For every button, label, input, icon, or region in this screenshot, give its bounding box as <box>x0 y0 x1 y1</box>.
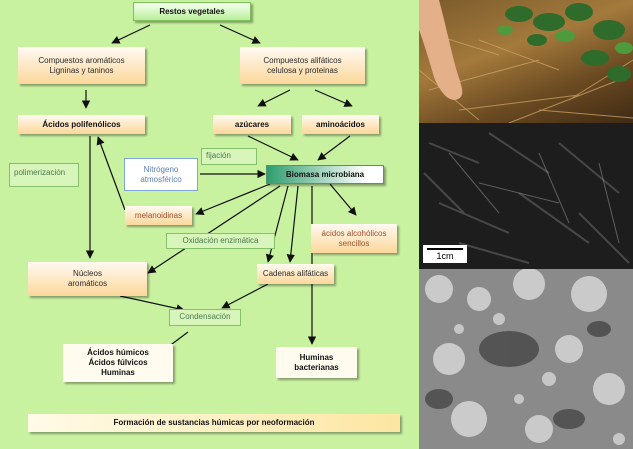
node-nitrogeno-atmosferico: Nitrógeno atmosférico <box>124 158 198 191</box>
node-acidos-alcoholicos-line2: sencillos <box>338 238 370 248</box>
label-condensacion: Condensación <box>169 309 241 326</box>
label-polimerizacion-text: polimerización <box>14 168 66 177</box>
node-biomasa-microbiana: Biomasa microbiana <box>266 165 384 184</box>
node-acidos-humicos-line1: Ácidos húmicos <box>87 348 149 357</box>
arrow-alifaticos-azucares <box>257 89 291 107</box>
label-fijacion: fijación <box>201 148 257 165</box>
arrow-restos-alifaticos <box>219 24 261 44</box>
arrow-azucares-biomasa <box>247 135 299 161</box>
node-nucleos-aromaticos: Núcleos aromáticos <box>28 262 147 296</box>
node-nucleos-line2: aromáticos <box>67 279 108 288</box>
node-restos-vegetales-text: Restos vegetales <box>159 6 225 16</box>
label-oxidacion-text: Oxidación enzimática <box>182 236 259 245</box>
arrow-alifaticos-aminoacidos <box>314 89 353 107</box>
node-compuestos-alifaticos: Compuestos alifáticos celulosa y protein… <box>240 47 365 84</box>
node-compuestos-aromaticos-line1: Compuestos aromáticos <box>38 55 125 65</box>
scale-bar-line <box>427 248 463 250</box>
label-polimerizacion: polimerización <box>9 163 79 187</box>
node-azucares: azúcares <box>213 115 291 134</box>
arrow-aminoacidos-biomasa <box>317 135 351 161</box>
humic-formation-diagram: Restos vegetales Compuestos aromáticos L… <box>0 0 419 449</box>
scale-bar: 1cm <box>423 245 467 263</box>
node-aminoacidos: aminoácidos <box>302 115 379 134</box>
node-aminoacidos-text: aminoácidos <box>316 119 365 129</box>
arrow-biomasa-alcoholicos <box>329 183 357 216</box>
node-compuestos-alifaticos-line2: celulosa y proteinas <box>267 65 338 75</box>
node-nucleos-line1: Núcleos <box>73 269 102 278</box>
photo-dark-humus <box>419 123 633 269</box>
node-huminas-bacterianas: Huminas bacterianas <box>276 347 357 378</box>
node-biomasa-microbiana-text: Biomasa microbiana <box>285 169 365 179</box>
node-acidos-humicos-line3: Huminas <box>101 368 135 377</box>
photo-micrograph-art <box>425 269 625 445</box>
node-nitrogeno-line2: atmosférico <box>140 174 182 184</box>
arrow-nucleos-condensacion <box>119 295 185 313</box>
node-acidos-polifenolicos-text: Ácidos polifenólicos <box>42 119 121 129</box>
photo-dark-humus-art <box>423 132 630 264</box>
photo-hand-on-leaf-litter <box>419 0 633 123</box>
node-acidos-polifenolicos: Ácidos polifenólicos <box>18 115 145 134</box>
node-compuestos-alifaticos-line1: Compuestos alifáticos <box>263 55 342 65</box>
arrow-biomasa-melanoidinas <box>195 183 271 216</box>
arrow-biomasa-nucleos <box>147 185 281 274</box>
arrow-cadenas-condensacion <box>221 283 269 309</box>
label-condensacion-text: Condensación <box>179 312 231 321</box>
scale-bar-label: 1cm <box>436 251 454 261</box>
node-acidos-alcoholicos-line1: ácidos alcohólicos <box>321 228 387 238</box>
node-huminas-line1: Huminas <box>299 352 334 362</box>
node-cadenas-alifaticas: Cadenas alifáticas <box>257 264 334 284</box>
node-acidos-humicos-line2: Ácidos fúlvicos <box>88 358 148 367</box>
node-melanoidinas: melanoidinas <box>125 206 192 225</box>
photo-hand-on-leaf-litter-art <box>419 0 633 123</box>
arrow-restos-aromaticos <box>111 24 151 44</box>
node-compuestos-aromaticos-line2: Ligninas y taninos <box>49 65 114 75</box>
arrow-biomasa-cadenas-1 <box>286 185 299 263</box>
photo-micrograph <box>419 269 633 449</box>
node-acidos-humicos: Ácidos húmicos Ácidos fúlvicos Huminas <box>63 344 173 382</box>
footer-title-text: Formación de sustancias húmicas por neof… <box>113 418 315 427</box>
label-fijacion-text: fijación <box>206 151 231 160</box>
node-compuestos-aromaticos: Compuestos aromáticos Ligninas y taninos <box>18 47 145 84</box>
footer-title: Formación de sustancias húmicas por neof… <box>28 414 400 432</box>
node-acidos-alcoholicos: ácidos alcohólicos sencillos <box>311 224 397 253</box>
label-oxidacion-enzimatica: Oxidación enzimática <box>166 233 275 249</box>
node-nitrogeno-line1: Nitrógeno <box>143 164 179 174</box>
node-azucares-text: azúcares <box>234 119 270 129</box>
arrow-layer <box>81 24 357 363</box>
arrow-melanoidinas-polifenolicos <box>96 136 126 211</box>
arrow-biomasa-cadenas-2 <box>265 185 289 263</box>
node-cadenas-alifaticas-text: Cadenas alifáticas <box>262 269 329 278</box>
node-restos-vegetales: Restos vegetales <box>133 2 251 21</box>
node-melanoidinas-text: melanoidinas <box>134 210 183 220</box>
node-huminas-line2: bacterianas <box>294 362 339 372</box>
